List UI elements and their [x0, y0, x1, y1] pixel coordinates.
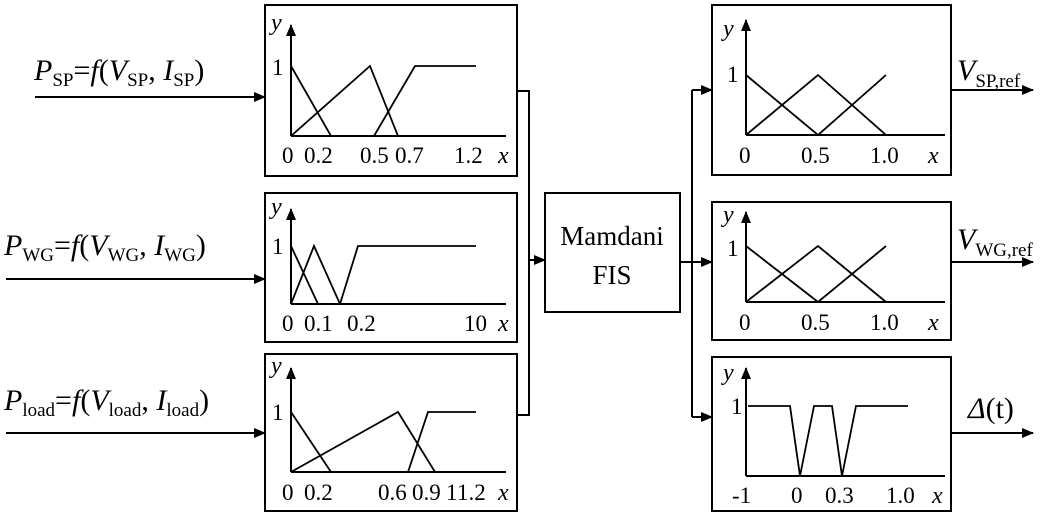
input-wg-tick-1: 0.1: [304, 311, 333, 336]
input-wg-equation: PWG=f(VWG, IWG): [3, 229, 206, 266]
output-vwg-y-label: y: [721, 202, 734, 228]
input-load-tick-2: 0.6: [378, 480, 407, 505]
input-load-x-label: x: [497, 480, 509, 506]
output-vsp-mf-high: [746, 74, 887, 136]
input-sp-y-label: y: [269, 10, 282, 36]
input-wg-mf-box: [264, 192, 518, 343]
fis-title-line1: Mamdani: [560, 221, 663, 251]
output-delta-y-label: y: [721, 360, 734, 386]
input-wg-y-label: y: [269, 194, 282, 220]
output-vsp-tick-2: 1.0: [870, 143, 899, 168]
input-wg: PWG=f(VWG, IWG) y 1 0 0.1 0.2 10 x: [3, 192, 518, 343]
output-delta-label: Δ(t): [967, 392, 1014, 425]
input-load: Pload=f(Vload, Iload) y 1 0 0.2 0.6 0.9 …: [3, 353, 518, 512]
output-vwg-tick-1: 0.5: [801, 310, 830, 335]
input-load-tick-0: 0: [282, 480, 294, 505]
output-vsp-ref: y 1 0 0.5 1.0 x VSP,ref: [711, 4, 1034, 176]
input-wg-tick-0: 0: [282, 311, 294, 336]
input-sp-tick-3: 0.7: [395, 143, 424, 168]
input-load-tick-5: 1.2: [457, 480, 486, 505]
input-load-equation: Pload=f(Vload, Iload): [3, 384, 209, 421]
output-bus: [680, 85, 713, 422]
input-sp-mf-plot: y 1 0 0.2 0.5 0.7 1.2 x: [269, 10, 509, 169]
output-delta-mf: [748, 405, 908, 477]
input-sp-tick-2: 0.5: [360, 143, 389, 168]
input-sp-x-label: x: [497, 143, 509, 169]
input-load-mf-plot: y 1 0 0.2 0.6 0.9 1 1.2 x: [269, 353, 509, 506]
output-delta-tick-3: 1.0: [886, 483, 915, 508]
input-load-y-label: y: [269, 353, 282, 379]
output-delta-tick-1: 0: [791, 483, 803, 508]
input-load-mf-mid: [290, 410, 436, 473]
input-bus-bracket: [517, 90, 530, 416]
input-load-tick-3: 0.9: [412, 480, 441, 505]
input-sp-y-one: 1: [272, 55, 284, 80]
output-vsp-x-label: x: [927, 143, 939, 169]
input-sp-equation: PSP=f(VSP, ISP): [33, 54, 204, 91]
output-vwg-mf-plot: y 1 0 0.5 1.0 x: [721, 202, 945, 336]
input-sp-mf-box: [264, 4, 518, 177]
output-vwg-tick-2: 1.0: [870, 310, 899, 335]
mamdani-fis-block: Mamdani FIS: [544, 192, 681, 313]
output-vsp-y-one: 1: [727, 62, 739, 87]
output-delta-tick-2: 0.3: [825, 483, 854, 508]
output-delta-x-label: x: [931, 483, 943, 509]
input-load-mf-high: [407, 411, 476, 473]
output-delta-mf-plot: y 1 -1 0 0.3 1.0 x: [721, 360, 945, 509]
output-vsp-mf-mid: [745, 73, 887, 136]
fis-box: [544, 192, 681, 313]
output-vsp-tick-0: 0: [739, 143, 751, 168]
output-delta-tick-0: -1: [732, 483, 751, 508]
input-load-mf-box: [264, 353, 518, 512]
output-delta: y 1 -1 0 0.3 1.0 x Δ(t): [711, 356, 1034, 512]
input-sp-tick-0: 0: [282, 143, 294, 168]
input-wg-mf-plot: y 1 0 0.1 0.2 10 x: [269, 194, 509, 337]
fis-title-line2: FIS: [592, 260, 631, 290]
output-vwg-label: VWG,ref: [957, 223, 1033, 261]
input-wg-mf-mid: [290, 243, 341, 305]
input-load-tick-4: 1: [446, 480, 458, 505]
output-vwg-y-one: 1: [727, 236, 739, 261]
input-wg-mf-low: [290, 245, 319, 305]
input-sp-mf-low: [290, 65, 332, 137]
input-wg-x-label: x: [497, 311, 509, 337]
output-vsp-label: VSP,ref: [957, 54, 1021, 92]
output-vsp-y-label: y: [721, 16, 734, 42]
output-vwg-mf-high: [746, 245, 887, 303]
output-delta-y-one: 1: [731, 394, 743, 419]
output-vsp-mf-plot: y 1 0 0.5 1.0 x: [721, 16, 945, 169]
output-vwg-tick-0: 0: [739, 310, 751, 335]
input-wg-tick-2: 0.2: [347, 311, 376, 336]
input-wg-mf-high: [339, 245, 476, 305]
input-sp-mf-high: [373, 65, 476, 137]
input-sp: PSP=f(VSP, ISP) y 1 0 0.2 0.5 0.7 1.2 x: [33, 4, 518, 177]
input-load-y-one: 1: [272, 400, 284, 425]
input-sp-tick-1: 0.2: [304, 143, 333, 168]
output-vwg-mf-mid: [745, 244, 887, 303]
input-sp-tick-4: 1.2: [454, 143, 483, 168]
output-delta-mf-box: [711, 356, 952, 512]
input-wg-y-one: 1: [272, 234, 284, 259]
input-bus: [517, 90, 546, 416]
output-vsp-tick-1: 0.5: [801, 143, 830, 168]
input-load-tick-1: 0.2: [304, 480, 333, 505]
output-vwg-ref: y 1 0 0.5 1.0 x VWG,ref: [711, 201, 1034, 341]
input-wg-tick-3: 10: [464, 311, 487, 336]
input-load-mf-low: [290, 411, 332, 473]
output-vwg-mf-box: [711, 201, 952, 341]
output-vwg-x-label: x: [927, 310, 939, 336]
